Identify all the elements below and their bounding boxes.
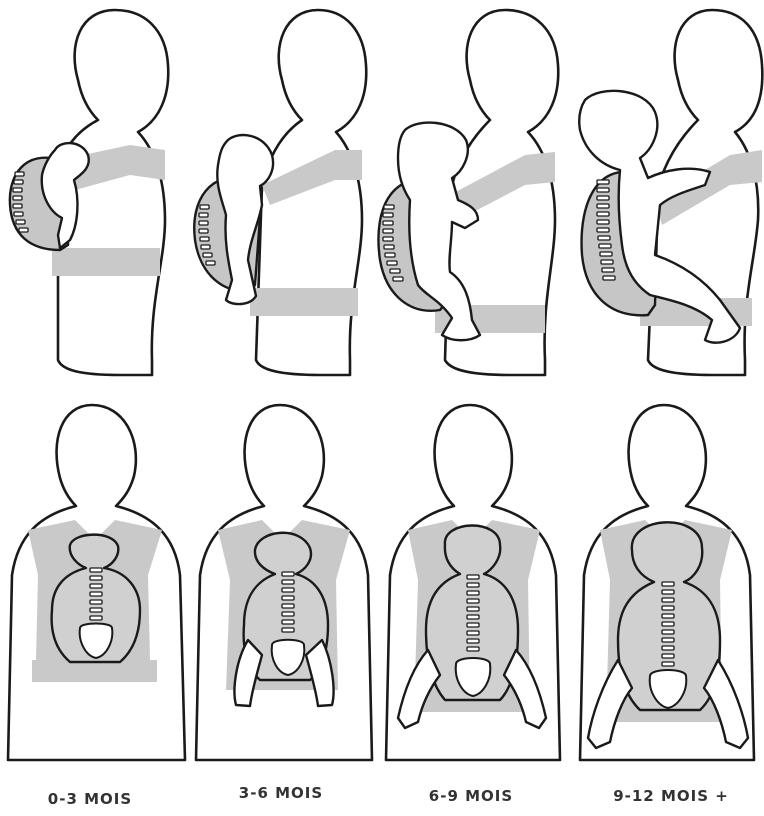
age-label-6-9: 6-9 MOIS <box>386 787 556 805</box>
age-label-3-6: 3-6 MOIS <box>196 784 366 802</box>
back-view-6-9 <box>386 405 560 760</box>
spine-8 <box>662 582 674 666</box>
side-view-3-6 <box>194 10 366 375</box>
spine-5 <box>90 568 102 620</box>
side-view-9-12 <box>579 10 762 375</box>
carrier-waistband <box>32 660 157 682</box>
back-view-3-6 <box>196 405 372 760</box>
side-view-0-3 <box>10 10 168 375</box>
age-label-9-12: 9-12 MOIS + <box>586 787 756 805</box>
back-view-9-12 <box>580 405 754 760</box>
back-view-0-3 <box>8 405 185 760</box>
carrier-waistband <box>250 288 358 316</box>
side-view-6-9 <box>378 10 558 375</box>
age-label-0-3: 0-3 MOIS <box>5 790 175 808</box>
carrier-waistband <box>52 248 160 276</box>
